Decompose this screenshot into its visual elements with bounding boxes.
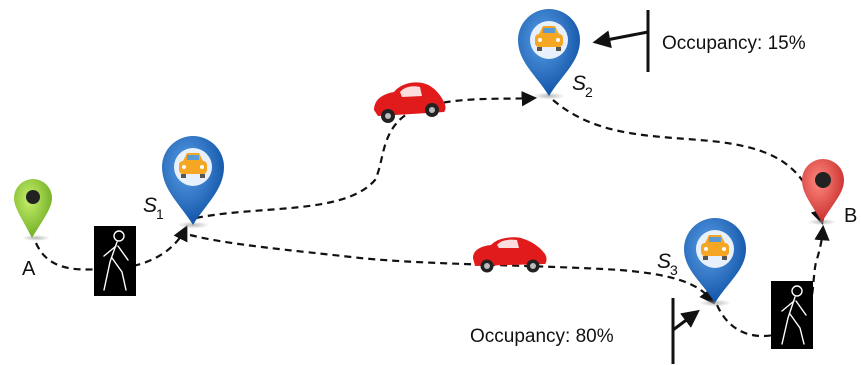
station-s1-letter: S [143,194,157,217]
point-a-pin [14,179,52,241]
route-s1-to-s2 [195,91,538,220]
occupancy-indicator-s3 [671,298,700,364]
route-a-to-s1 [34,225,188,271]
station-s2-pin [518,9,580,100]
occupancy-indicator-s2 [592,10,650,72]
station-s3-subscript: 3 [670,262,678,278]
route-s1-to-s3 [189,233,715,305]
walking-person-icon [94,226,136,296]
car-icon [374,82,446,123]
parking-car-icon [179,153,207,178]
occupancy-label-s3: Occupancy: 80% [470,326,614,347]
parking-car-icon [701,235,729,260]
parking-car-icon [535,26,563,51]
station-s2-letter: S [572,72,586,95]
station-s3-pin [684,218,746,307]
point-b-label: B [844,205,857,227]
station-s2-subscript: 2 [585,84,593,100]
occupancy-label-s2: Occupancy: 15% [662,33,806,54]
station-s1-pin [162,136,224,229]
station-s1-subscript: 1 [156,206,164,222]
car-icon [473,237,547,273]
walking-person-icon [771,281,813,349]
station-s3-letter: S [657,250,671,273]
route-s2-to-b [552,99,826,225]
point-a-label: A [22,258,36,280]
point-b-pin [802,159,844,225]
